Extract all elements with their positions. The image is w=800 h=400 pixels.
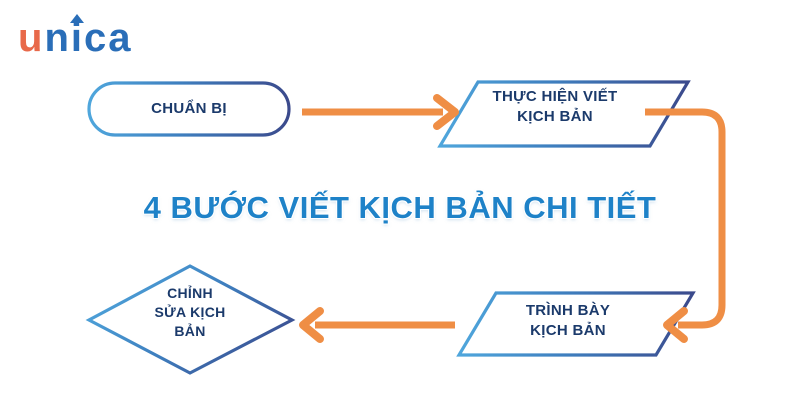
connector-present-to-revise [299, 307, 455, 343]
logo-letters-ca: ca [84, 16, 133, 60]
logo-letter-i: i [70, 14, 85, 60]
logo-letter-u: u [18, 16, 45, 60]
connector-prepare-to-write [302, 94, 459, 130]
node-present-shape[interactable] [456, 291, 696, 357]
logo-letter-n: n [44, 16, 71, 60]
graduation-cap-icon [70, 14, 85, 23]
node-prepare-shape[interactable] [87, 81, 291, 137]
node-revise-shape[interactable] [85, 264, 296, 375]
connector-write-to-present [645, 108, 726, 343]
page-title: 4 BƯỚC VIẾT KỊCH BẢN CHI TIẾT [143, 190, 657, 225]
logo-letter-i-glyph: i [70, 16, 84, 60]
node-write-shape[interactable] [437, 80, 691, 148]
